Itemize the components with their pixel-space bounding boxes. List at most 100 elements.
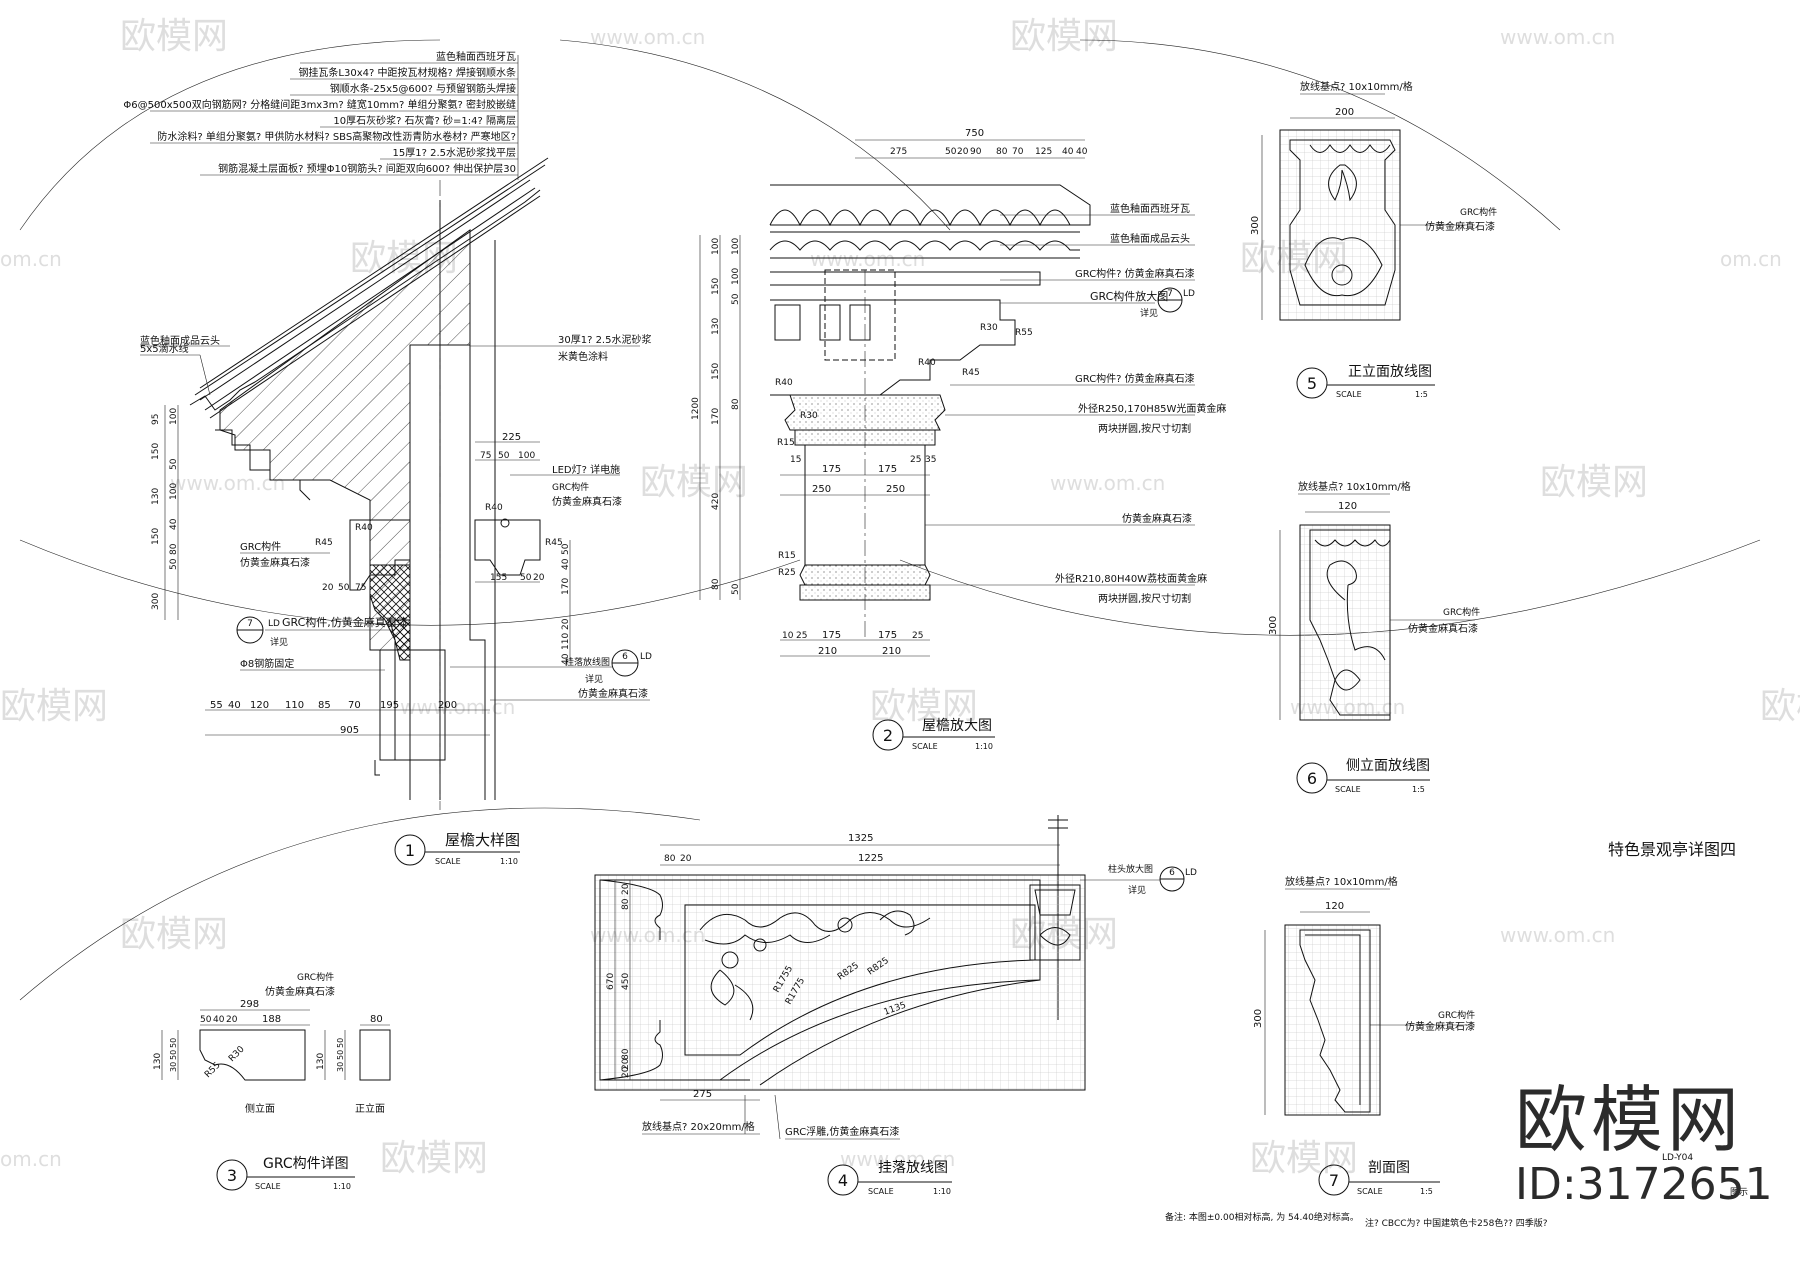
fig1-grc-right: [474, 519, 541, 576]
figure-3-title: 3 GRC构件详图 SCALE 1:10: [216, 1156, 355, 1191]
fig1-dim: 40: [169, 518, 179, 530]
fig2-dim: 50: [731, 583, 741, 595]
figure-4-hanging-layout: 1325 80 20 1225: [594, 815, 1197, 1196]
fig7-dim-w: 120: [1325, 901, 1344, 912]
figure-number: 6: [1307, 769, 1317, 788]
fig2-dim: 175: [822, 630, 841, 641]
figure-number: 3: [227, 1166, 237, 1185]
fig1-note-led: LED灯? 详电施: [552, 463, 620, 476]
fig7-note: 仿黄金麻真石漆: [1405, 1020, 1475, 1033]
fig2-dim: 50: [945, 147, 957, 157]
scale-label: SCALE: [435, 857, 461, 866]
fig2-dim: 80: [711, 578, 721, 590]
fig2-dim: 150: [711, 278, 721, 295]
fig1-dim: 300: [151, 593, 161, 610]
footnote-2: 注? CBCC为? 中国建筑色卡258色?? 四季版?: [1365, 1217, 1548, 1229]
figure-title: 剖面图: [1368, 1160, 1410, 1176]
sheet-title: 特色景观亭详图四: [1608, 840, 1736, 859]
brand-watermark: 欧模网 ID:3172651: [1515, 1080, 1773, 1210]
scale-label: SCALE: [868, 1187, 894, 1196]
fig2-dim: 175: [822, 464, 841, 475]
fig1-dim: 120: [250, 700, 269, 711]
brand-id: ID:3172651: [1515, 1159, 1773, 1210]
fig1-grc-bottom: GRC构件,仿黄金麻真石漆: [282, 615, 408, 629]
fig1-radius: R45: [315, 538, 333, 548]
fig3-dim: 50: [200, 1015, 212, 1025]
ref-num: 6: [622, 652, 628, 662]
fig1-dim-total: 905: [340, 725, 359, 736]
figure-3-grc-detail: GRC构件 仿黄金麻真石漆 298 50 40 20 188 R30 R55 1…: [153, 971, 391, 1191]
fig3-dim-v: 50: [169, 1038, 178, 1048]
figure-6-side-elevation: 放线基点? 10x10mm/格 120 300 GRC构件 仿黄金麻真石漆 6 …: [1268, 480, 1480, 794]
figure-title: 屋檐大样图: [445, 831, 520, 849]
fig2-dim: 175: [878, 630, 897, 641]
fig3-dim: 298: [240, 999, 259, 1010]
fig2-radius: R40: [918, 358, 936, 368]
fig1-note: 仿黄金麻真石漆: [552, 495, 622, 508]
figure-number: 4: [838, 1171, 848, 1190]
fig6-base-note: 放线基点? 10x10mm/格: [1298, 480, 1411, 493]
fig7-profile: [1299, 929, 1371, 1113]
watermark-text: 欧模网: [0, 686, 108, 727]
watermark-text: 欧模网: [1760, 686, 1800, 727]
fig1-dim: 20: [561, 618, 571, 630]
figure-title: 屋檐放大图: [922, 718, 992, 734]
fig2-radius: R15: [778, 551, 796, 561]
fig3-front-label: 正立面: [355, 1102, 385, 1115]
figure-1-title: 1 屋檐大样图 SCALE 1:10: [394, 831, 520, 866]
fig2-dim: 100: [731, 238, 741, 255]
fig4-dim: 450: [621, 973, 631, 990]
fig1-layer: 钢顺水条-25x5@600? 与预留钢筋头焊接: [330, 82, 516, 95]
fig2-dim: 275: [890, 147, 907, 157]
fig2-dim: 100: [731, 268, 741, 285]
watermark-url: om.cn: [1720, 247, 1782, 271]
figure-number: 7: [1329, 1171, 1339, 1190]
fig4-dim: 20: [621, 883, 631, 895]
figure-7-section: 放线基点? 10x10mm/格 120 300 GRC构件 仿黄金麻真石漆 7 …: [1253, 875, 1475, 1196]
fig1-dim: 20: [533, 573, 545, 583]
fig3-radius: R30: [227, 1044, 247, 1064]
fig1-dim: 95: [151, 414, 161, 425]
fig2-dim: 40: [1062, 147, 1074, 157]
scale-value: 1:10: [933, 1187, 951, 1196]
fig1-note: 30厚1? 2.5水泥砂浆: [558, 333, 651, 346]
fig1-dim: 195: [380, 700, 399, 711]
figure-title: GRC构件详图: [263, 1156, 349, 1172]
fig4-column-note: 柱头放大图: [1108, 863, 1153, 875]
fig2-left-dims: 1200 100 150 130 150 170 420 80 100 100 …: [691, 235, 741, 600]
fig2-dim: 15: [790, 455, 801, 465]
fig2-dim: 80: [996, 147, 1008, 157]
scale-label: SCALE: [1335, 785, 1361, 794]
fig2-radius: R45: [962, 368, 980, 378]
figure-number: 5: [1307, 374, 1317, 393]
watermark-text: 欧模网: [1010, 16, 1118, 57]
fig2-dim: 170: [711, 408, 721, 425]
watermark-text: 欧模网: [640, 462, 748, 503]
watermark-url: om.cn: [0, 247, 62, 271]
fig2-radius: R40: [775, 378, 793, 388]
fig2-radius: R30: [800, 411, 818, 421]
fig4-dim-bot: 275: [693, 1089, 712, 1100]
fig2-dim: 125: [1035, 147, 1052, 157]
fig1-dim: 110: [285, 700, 304, 711]
fig1-bottom-dims: 55 40 120 110 85 70 195 200 905: [205, 700, 490, 736]
fig1-grc-note: 仿黄金麻真石漆: [240, 556, 310, 569]
footnote-tag: 图示: [1730, 1187, 1748, 1198]
fig1-note-cloud: 蓝色釉面成品云头: [140, 334, 220, 347]
scale-label: SCALE: [1357, 1187, 1383, 1196]
fig1-top-dims: 225 75 50 100 155 50 20 20 50 75: [322, 432, 545, 593]
fig5-dim-w: 200: [1335, 107, 1354, 118]
fig4-ornament: [699, 910, 931, 1021]
figure-5-front-elevation: 放线基点? 10x10mm/格 200 300 GRC构件 仿黄金麻真石漆 5 …: [1250, 80, 1497, 399]
fig1-layer: Φ6@500x500双向钢筋网? 分格缝间距3mx3m? 缝宽10mm? 单组分…: [123, 98, 516, 111]
watermark-url: www.om.cn: [590, 25, 705, 49]
fig3-note: GRC构件: [297, 971, 334, 983]
ref-num: 7: [1167, 289, 1173, 299]
fig1-dim: 50: [561, 543, 571, 555]
watermark-url: www.om.cn: [1050, 471, 1165, 495]
fig1-dim: 85: [318, 700, 331, 711]
fig1-dim: 50: [498, 451, 510, 461]
fig2-note: GRC构件? 仿黄金麻真石漆: [1075, 267, 1195, 280]
fig2-bottom-dims: 10 25 175 175 25 210 210: [780, 630, 930, 657]
fig1-layer: 钢筋混凝土层面板? 预埋Φ10钢筋头? 间距双向600? 伸出保护层30: [218, 162, 516, 175]
